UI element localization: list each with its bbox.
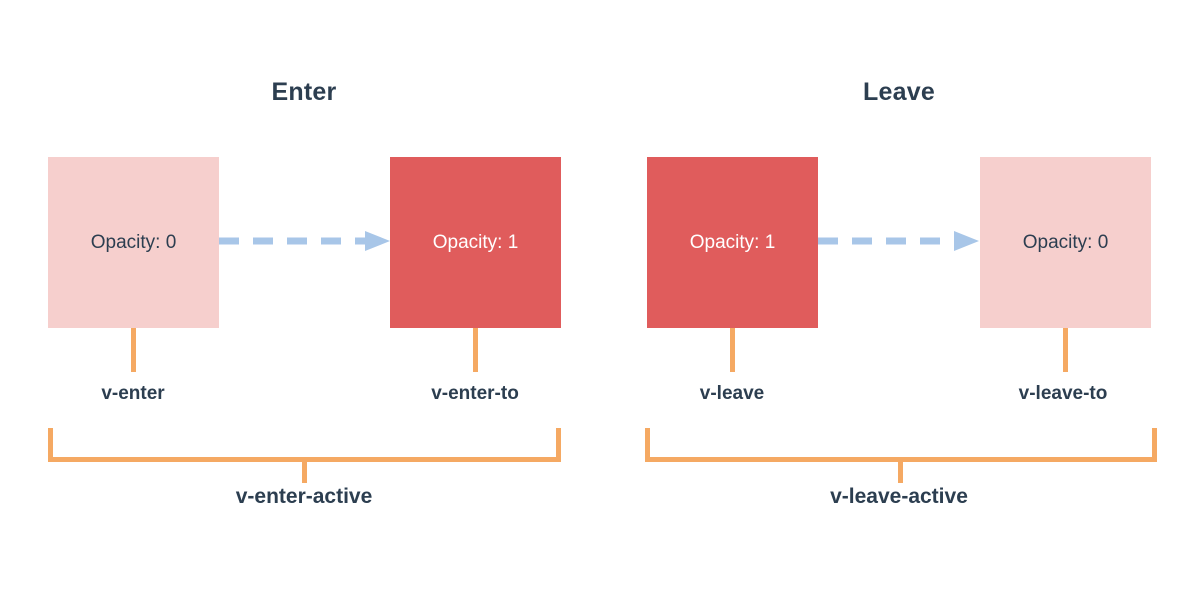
section-title-leave: Leave	[863, 78, 935, 106]
enter-from-box-label: Opacity: 0	[90, 232, 177, 253]
enter-dashed-arrow-right-icon	[219, 229, 391, 253]
enter-from-class-label: v-enter	[101, 383, 165, 404]
bracket-tick-left	[48, 428, 53, 462]
leave-from-class-label: v-leave	[699, 383, 765, 404]
enter-to-box-label: Opacity: 1	[432, 232, 519, 253]
leave-from-stem	[730, 328, 735, 372]
leave-to-box: Opacity: 0	[980, 157, 1151, 328]
enter-to-box: Opacity: 1	[390, 157, 561, 328]
leave-active-bracket	[645, 428, 1157, 462]
section-title-enter: Enter	[271, 78, 337, 106]
enter-to-class-label: v-enter-to	[431, 383, 519, 404]
leave-to-stem	[1063, 328, 1068, 372]
enter-to-stem	[473, 328, 478, 372]
bracket-bar	[645, 457, 1157, 462]
leave-active-bracket-stem	[898, 462, 903, 483]
bracket-tick-right	[556, 428, 561, 462]
bracket-tick-right	[1152, 428, 1157, 462]
leave-dashed-arrow-right-icon	[818, 229, 980, 253]
leave-from-box-label: Opacity: 1	[689, 232, 776, 253]
bracket-tick-left	[645, 428, 650, 462]
enter-active-bracket-stem	[302, 462, 307, 483]
leave-to-box-label: Opacity: 0	[1022, 232, 1109, 253]
enter-from-stem	[131, 328, 136, 372]
enter-from-box: Opacity: 0	[48, 157, 219, 328]
enter-active-bracket	[48, 428, 561, 462]
enter-active-class-label: v-enter-active	[235, 485, 373, 508]
bracket-bar	[48, 457, 561, 462]
leave-from-box: Opacity: 1	[647, 157, 818, 328]
leave-active-class-label: v-leave-active	[830, 485, 968, 508]
leave-to-class-label: v-leave-to	[1018, 383, 1108, 404]
